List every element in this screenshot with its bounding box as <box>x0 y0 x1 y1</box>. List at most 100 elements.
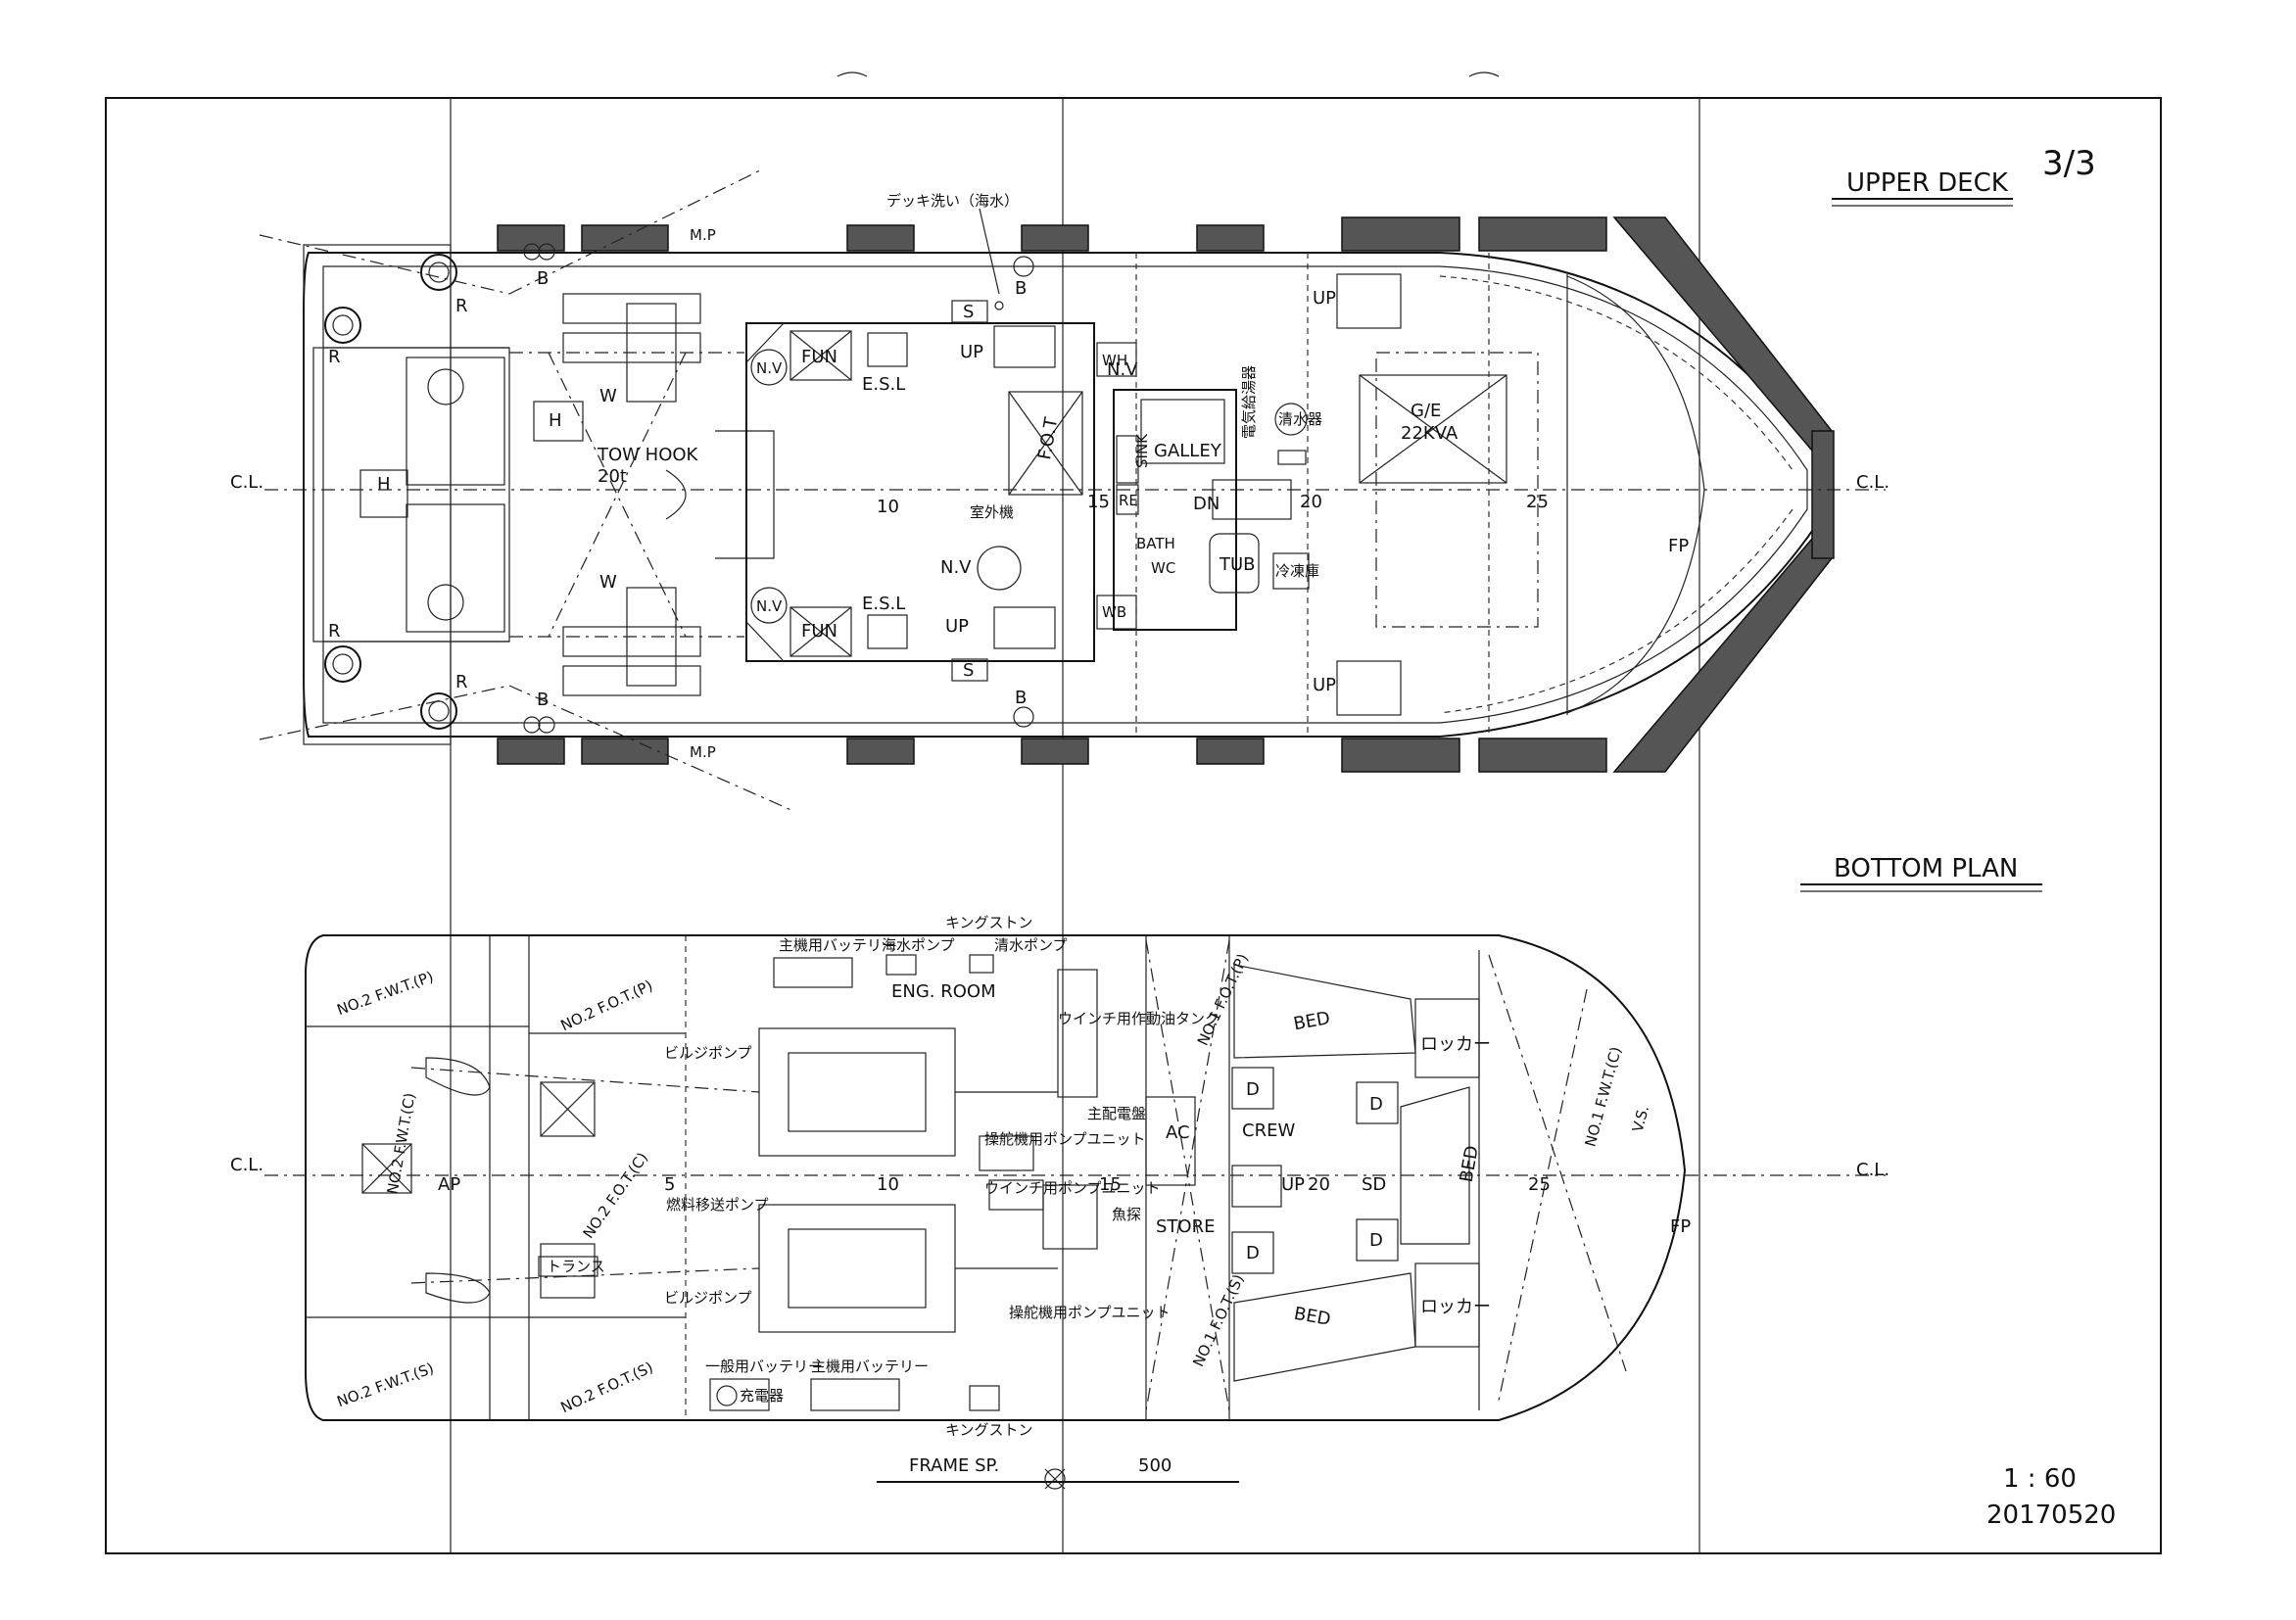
fender <box>1021 738 1089 765</box>
hatch <box>359 469 408 518</box>
drawing-label: B <box>1015 278 1027 299</box>
drawing-label: UP <box>945 616 969 637</box>
deckhouse <box>745 322 1095 662</box>
drawing-label: AC <box>1166 1122 1190 1143</box>
drawing-label: D <box>1246 1243 1260 1263</box>
drawing-label: 燃料移送ポンプ <box>666 1196 769 1214</box>
bollard <box>523 243 541 261</box>
drawing-label: 5 <box>664 1174 675 1195</box>
fender <box>1021 224 1089 252</box>
page-number: 3/3 <box>2042 144 2096 183</box>
mp-label: M.P <box>690 226 716 244</box>
fender <box>1341 216 1460 252</box>
drawing-label: AP <box>438 1174 460 1195</box>
drawing-label: BED <box>1292 1304 1332 1330</box>
drawing-label: 500 <box>1138 1455 1172 1476</box>
bollard <box>523 716 541 734</box>
drawing-label: B <box>1015 688 1027 708</box>
drawing-label: UP <box>1281 1174 1305 1195</box>
drawing-label: WH <box>1102 352 1127 369</box>
stern-roller <box>324 307 361 344</box>
fender <box>497 738 565 765</box>
drawing-label: B <box>537 268 549 289</box>
drawing-label: キングストン <box>945 914 1033 931</box>
deck-wash-label: デッキ洗い（海水） <box>886 192 1019 210</box>
drawing-label: RE <box>1119 492 1138 509</box>
drawing-label: キングストン <box>945 1421 1033 1439</box>
fender <box>581 224 669 252</box>
hot-water-label: 電気給湯器 <box>1240 365 1258 439</box>
steering-gear <box>406 503 505 633</box>
drawing-label: NO.2 F.O.T.(S) <box>558 1358 656 1416</box>
drawing-label: FP <box>1670 1216 1691 1237</box>
drawing-label: F.O.T <box>1034 415 1062 461</box>
drawing-label: V.S. <box>1629 1104 1652 1134</box>
esl-label: E.S.L <box>862 374 905 395</box>
drawing-label: 主機用バッテリー <box>811 1358 929 1375</box>
bottom-hull <box>305 934 1687 1421</box>
drawing-label: FRAME SP. <box>909 1455 999 1476</box>
drawing-label: NO.1 F.O.T.(S) <box>1189 1271 1247 1369</box>
drawing-label: H <box>377 474 391 495</box>
drawing-label: D <box>1369 1230 1383 1251</box>
drawing-label: BATH <box>1136 535 1175 552</box>
fender <box>846 224 915 252</box>
drawing-label: ウインチ用ポンプユニット <box>984 1179 1161 1197</box>
fender <box>581 738 669 765</box>
drawing-label: R <box>328 621 341 642</box>
drawing-label: 魚探 <box>1112 1206 1141 1223</box>
drawing-label: R <box>455 296 468 316</box>
drawing-label: C.L. <box>230 1155 263 1175</box>
fender <box>497 224 565 252</box>
drawing-label: トランス <box>547 1258 605 1275</box>
drawing-label: C.L. <box>1856 472 1889 493</box>
drawing-label: 清水ポンプ <box>994 936 1068 954</box>
fender <box>1478 216 1607 252</box>
drawing-label: NO.2 F.O.T.(C) <box>579 1149 651 1242</box>
fender <box>1341 738 1460 773</box>
drawing-label: N.V <box>1107 359 1138 380</box>
drawing-label: 10 <box>877 1174 899 1195</box>
drawing-label: 25 <box>1526 492 1549 512</box>
drawing-label: 一般用バッテリー <box>705 1358 823 1375</box>
generator <box>1359 374 1507 484</box>
drawing-label: 10 <box>877 497 899 517</box>
drawing-label: 主配電盤 <box>1087 1105 1146 1122</box>
esl-label: E.S.L <box>862 594 905 614</box>
drawing-label: 主機用バッテリー <box>779 936 896 954</box>
drawing-label: 操舵機用ポンプユニット <box>984 1130 1146 1148</box>
drawing-label: 20 <box>1300 492 1322 512</box>
drawing-label: DN <box>1193 494 1220 514</box>
drawing-label: 清水器 <box>1278 410 1322 428</box>
crew-label: CREW <box>1242 1120 1295 1141</box>
drawing-label: ビルジポンプ <box>664 1044 752 1062</box>
drawing-label: UP <box>960 342 983 362</box>
drawing-label: 20 <box>1308 1174 1330 1195</box>
winch: W <box>562 293 701 406</box>
drawing-label: D <box>1246 1079 1260 1100</box>
drawing-label: ウインチ用作動油タンク <box>1058 1010 1220 1027</box>
fender <box>846 738 915 765</box>
drawing-label: TUB <box>1219 554 1256 575</box>
stern-roller <box>420 254 457 291</box>
bollard <box>1013 706 1034 728</box>
store-label: STORE <box>1156 1216 1215 1237</box>
sheet-frame <box>105 71 2162 1554</box>
drawing-label: ロッカー <box>1420 1297 1491 1317</box>
drawing-label: R <box>328 347 341 367</box>
drawing-label: N.V <box>940 557 972 578</box>
drawing-label: R <box>455 672 468 692</box>
outdoor-unit-label: 室外機 <box>970 503 1014 521</box>
drawing-label: C.L. <box>1856 1160 1889 1180</box>
scale-label: 1 : 60 <box>2003 1464 2077 1494</box>
galley-block <box>1113 389 1237 631</box>
drawing-label: UP <box>1313 675 1336 695</box>
drawing-label: W <box>599 386 617 406</box>
drawing-label: FUN <box>801 347 837 367</box>
drawing-label: G/E <box>1411 401 1441 421</box>
hatch <box>533 401 584 442</box>
upper-deck-title: UPPER DECK <box>1846 168 2009 198</box>
drawing-label: UP <box>1313 288 1336 309</box>
funnel: FUN <box>789 606 852 657</box>
